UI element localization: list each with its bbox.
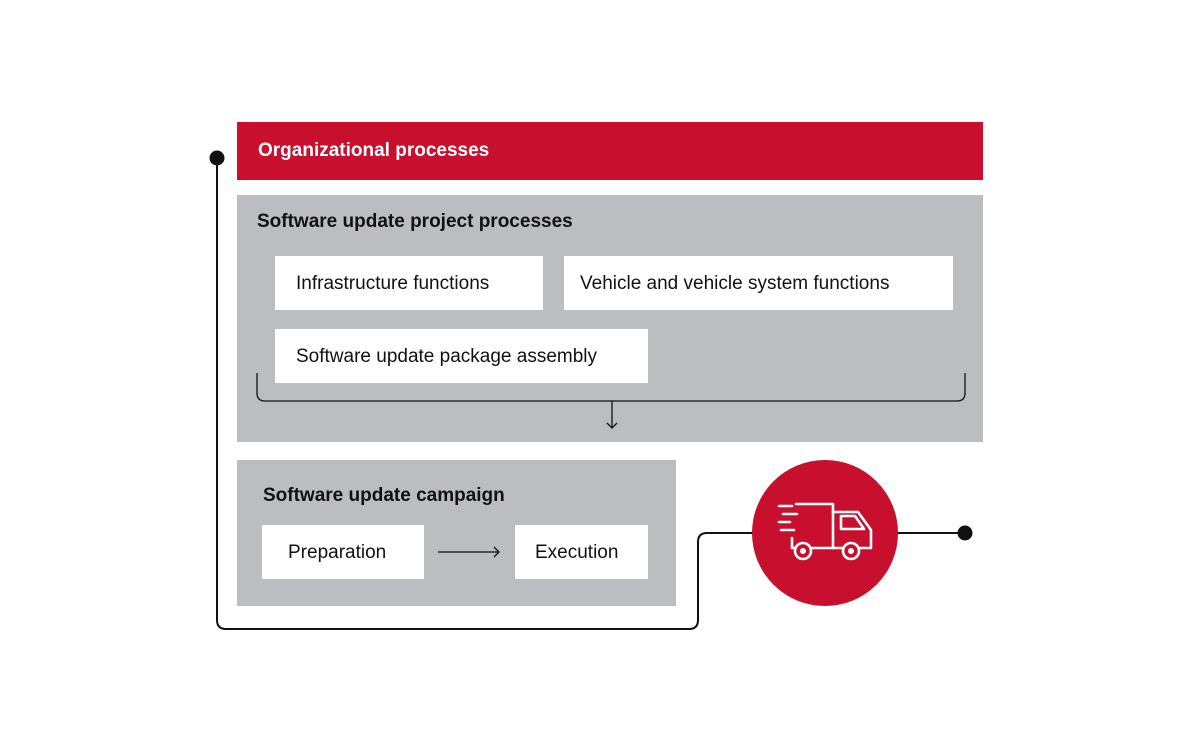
delivery-truck-icon [777,502,873,561]
infrastructure-functions-label: Infrastructure functions [296,272,490,294]
execution-label: Execution [535,541,619,563]
preparation-box: Preparation [262,525,424,579]
delivery-badge [752,460,898,606]
end-node [957,525,973,541]
vehicle-functions-box: Vehicle and vehicle system functions [564,256,953,310]
preparation-label: Preparation [288,541,387,563]
execution-box: Execution [515,525,648,579]
right-arrow-icon [438,546,500,558]
package-assembly-label: Software update package assembly [296,345,598,367]
package-assembly-box: Software update package assembly [275,329,648,383]
vehicle-functions-label: Vehicle and vehicle system functions [580,272,890,294]
organizational-processes-label: Organizational processes [258,140,490,161]
down-arrow-icon [606,401,618,429]
update-campaign-title: Software update campaign [263,485,505,506]
process-flow-line [216,158,965,630]
infrastructure-functions-box: Infrastructure functions [275,256,543,310]
start-node [209,150,225,166]
project-processes-title: Software update project processes [257,211,573,232]
organizational-processes-bar: Organizational processes [237,122,983,180]
grouping-bracket [256,373,966,402]
